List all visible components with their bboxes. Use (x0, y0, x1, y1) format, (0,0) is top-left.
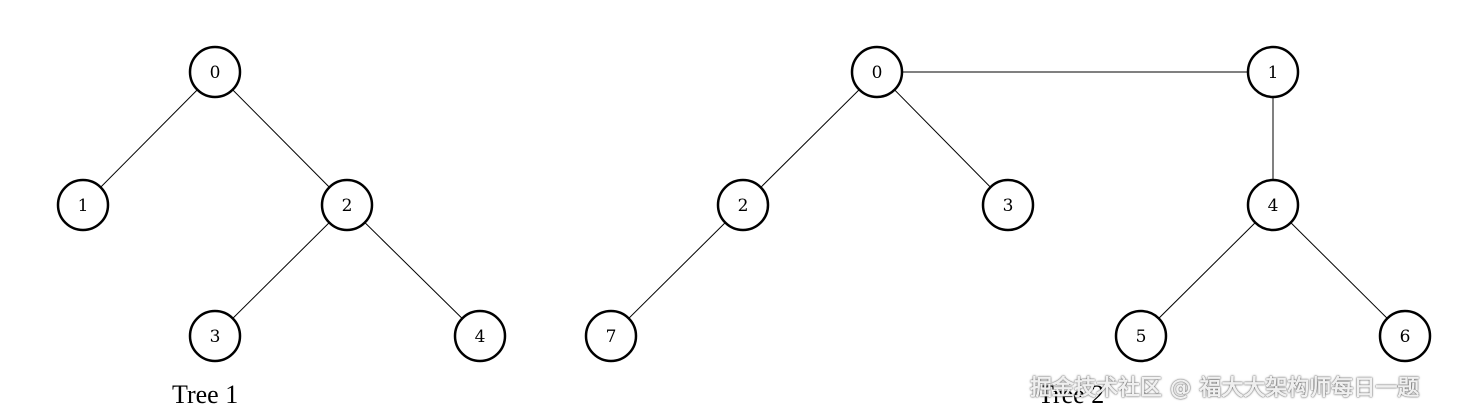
node-circle (188, 309, 242, 363)
node-label: 4 (1268, 196, 1279, 216)
tree-1-node-0: 0 (188, 45, 242, 99)
nodes-layer: 0 1 2 3 4 0 1 2 3 4 5 6 7 (56, 45, 1432, 363)
tree-1-edge-2-4 (346, 204, 481, 337)
tree-1-node-2: 2 (320, 178, 374, 232)
node-label: 0 (872, 63, 883, 83)
node-circle (320, 178, 374, 232)
watermark: 掘金技术社区 @ 福大大架构师每日一题 (1030, 376, 1420, 401)
tree-2-node-2: 2 (716, 178, 770, 232)
node-label: 4 (475, 327, 486, 347)
node-label: 2 (342, 196, 353, 216)
tree-1-edge-0-2 (214, 71, 348, 206)
edges-layer (82, 71, 1406, 337)
tree-1-node-1: 1 (56, 178, 110, 232)
tree-2-node-7: 7 (584, 309, 638, 363)
tree-2-edge-0-3 (876, 71, 1009, 206)
node-label: 1 (78, 196, 89, 216)
node-circle (453, 309, 507, 363)
node-circle (981, 178, 1035, 232)
tree-2-node-5: 5 (1114, 309, 1168, 363)
node-circle (850, 45, 904, 99)
node-circle (1114, 309, 1168, 363)
tree-2-edge-2-7 (610, 204, 744, 337)
tree-2-node-3: 3 (981, 178, 1035, 232)
tree-2-node-4: 4 (1246, 178, 1300, 232)
tree-2-caption: Tree 2 (1038, 380, 1105, 409)
node-circle (56, 178, 110, 232)
tree-2-edge-4-6 (1272, 204, 1406, 337)
node-label: 1 (1268, 63, 1279, 83)
tree-2-node-6: 6 (1378, 309, 1432, 363)
tree-1-node-4: 4 (453, 309, 507, 363)
node-circle (1246, 178, 1300, 232)
tree-2-edge-0-2 (742, 71, 878, 206)
node-label: 5 (1136, 327, 1147, 347)
tree-2-node-0: 0 (850, 45, 904, 99)
tree-1-edge-0-1 (82, 71, 216, 206)
node-circle (188, 45, 242, 99)
node-label: 3 (1003, 196, 1014, 216)
node-label: 7 (606, 327, 617, 347)
tree-2-node-1: 1 (1246, 45, 1300, 99)
node-circle (1246, 45, 1300, 99)
tree-2-edge-4-5 (1140, 204, 1274, 337)
tree-1-caption: Tree 1 (172, 380, 239, 409)
node-circle (584, 309, 638, 363)
node-label: 6 (1400, 327, 1411, 347)
node-label: 3 (210, 327, 221, 347)
node-circle (1378, 309, 1432, 363)
tree-1-edge-2-3 (214, 204, 348, 337)
node-label: 2 (738, 196, 749, 216)
tree-1-node-3: 3 (188, 309, 242, 363)
node-label: 0 (210, 63, 221, 83)
node-circle (716, 178, 770, 232)
